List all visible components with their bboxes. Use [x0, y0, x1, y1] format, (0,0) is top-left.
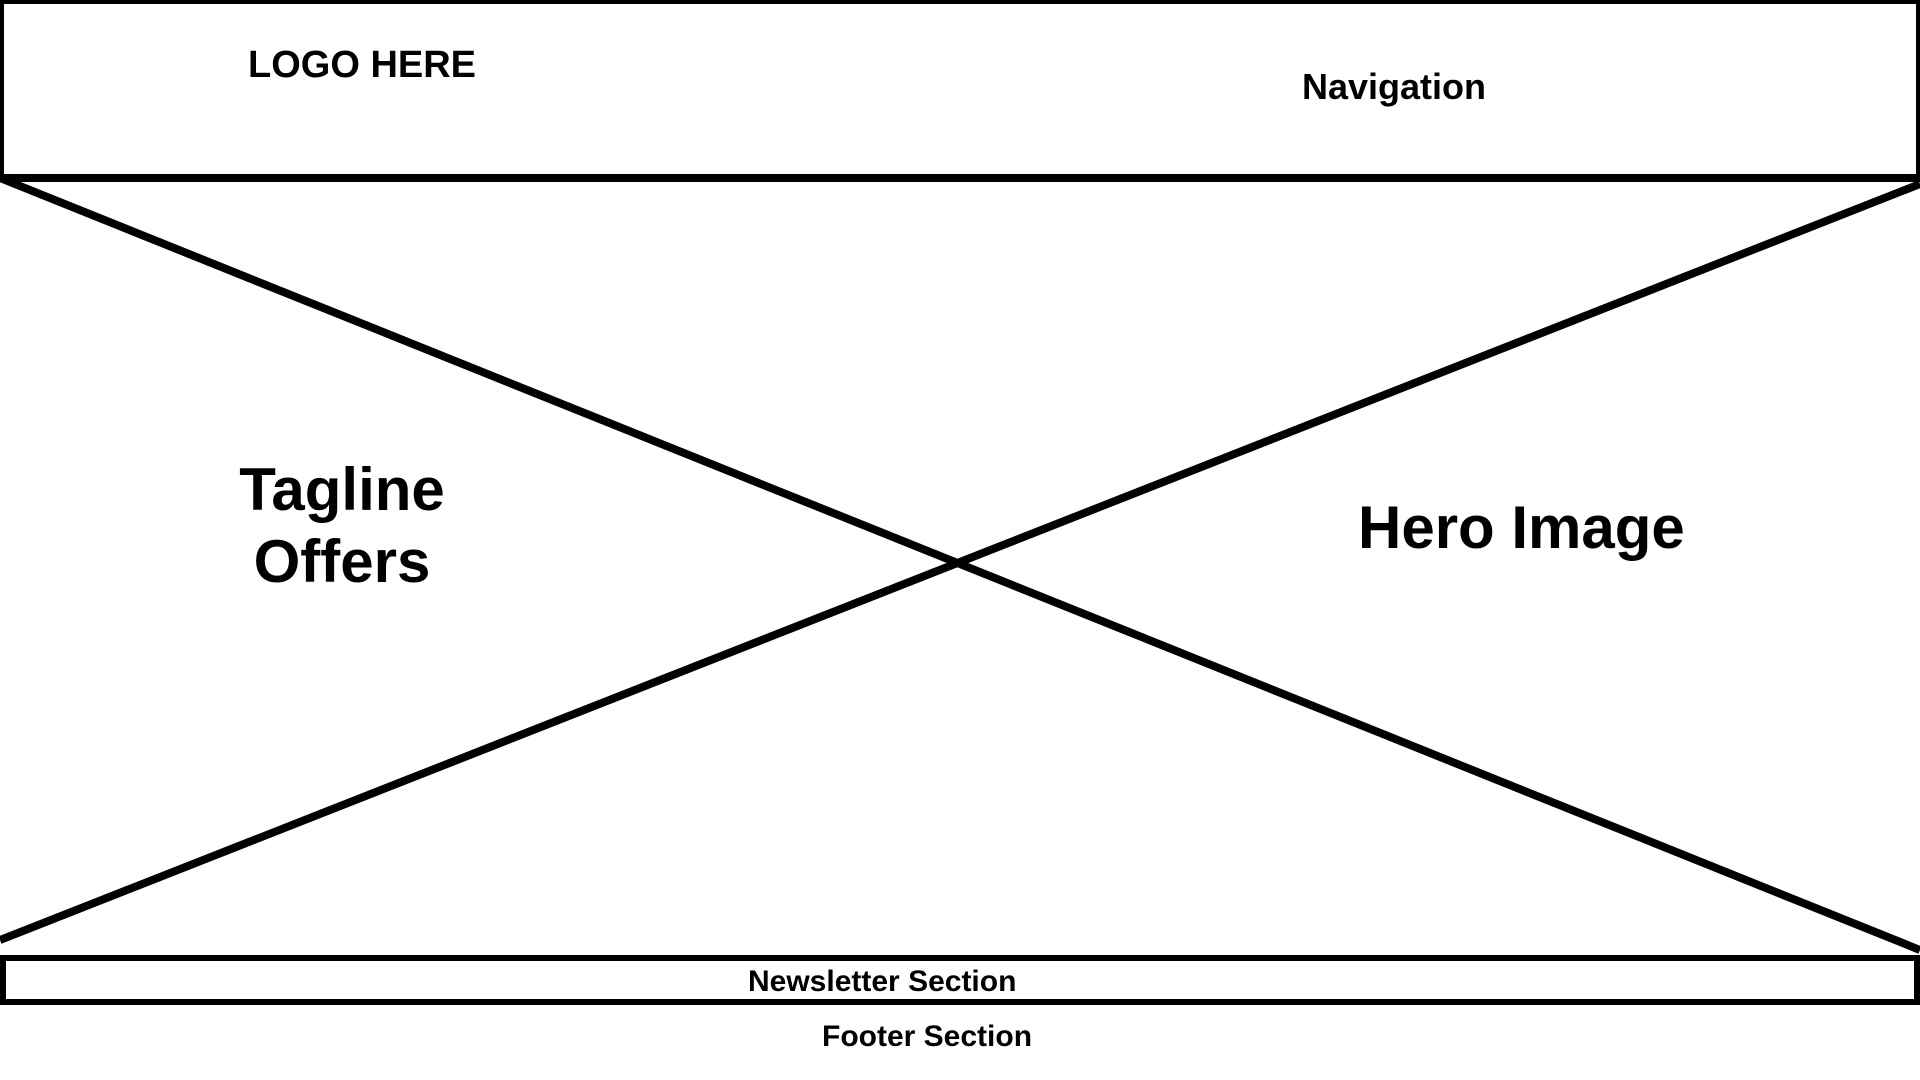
- hero-image-label: Hero Image: [1358, 494, 1685, 561]
- offers-line: Offers: [253, 528, 431, 595]
- newsletter-section: [0, 955, 1920, 1005]
- logo-placeholder: LOGO HERE: [248, 44, 477, 86]
- footer-section-label: Footer Section: [822, 1020, 1033, 1053]
- tagline-offers-placeholder: Tagline Offers: [200, 454, 484, 598]
- newsletter-label: Newsletter Section: [748, 965, 1017, 998]
- navigation-placeholder: Navigation: [1302, 66, 1487, 107]
- tagline-line: Tagline: [239, 456, 445, 523]
- header-section: [0, 0, 1920, 182]
